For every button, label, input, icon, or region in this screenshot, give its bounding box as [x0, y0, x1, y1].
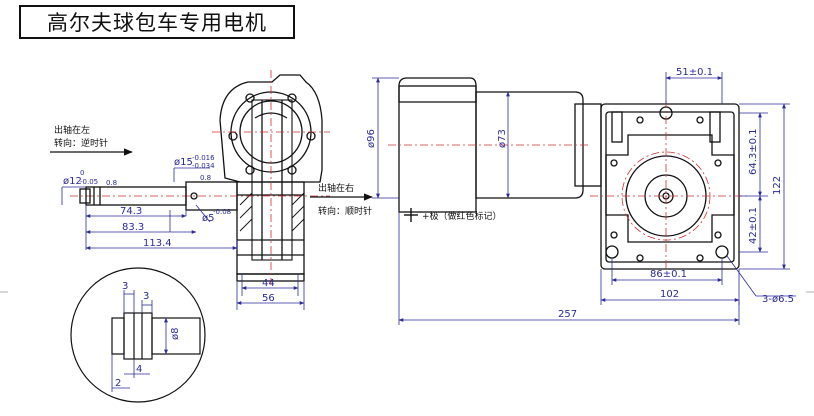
gearbox-centerlines [70, 70, 330, 285]
motor-front-view [398, 77, 740, 270]
dim-122-label: 122 [772, 176, 783, 195]
motor-dimensions [372, 72, 796, 325]
motor-centerlines [388, 100, 748, 270]
shaft-d5-tol: -0.08 [213, 208, 231, 216]
shaft-detail-view [70, 267, 206, 403]
shaft-d5-label: ø5 [202, 213, 214, 224]
dim-102-label: 102 [660, 289, 679, 300]
dim-42-label: 42±0.1 [748, 207, 759, 244]
shaft-d15-tol-upper: -0.016 [192, 154, 215, 162]
left-rotation-note: 转向：逆时针 [54, 137, 108, 149]
shaft-d15-label: ø15 [174, 157, 193, 168]
detail-d8-label: ø8 [170, 328, 181, 340]
dim-51-label: 51±0.1 [676, 67, 713, 78]
output-shaft [79, 181, 238, 211]
shaft-d12-tol-upper: 0 [80, 169, 84, 177]
holes-label: 3-ø6.5 [762, 294, 794, 305]
len-257-label: 257 [558, 309, 577, 320]
roughness-mark-1: 0.8 [106, 179, 117, 187]
left-output-note: 出轴在左 [54, 124, 90, 136]
len-74-3-label: 74.3 [120, 206, 142, 217]
polarity-note: +极（做红色标记） [422, 210, 502, 222]
shaft-d12-label: ø12 [63, 176, 82, 187]
dia-96-label: ø96 [366, 129, 377, 148]
len-83-3-label: 83.3 [122, 222, 144, 233]
width-56-label: 56 [262, 293, 275, 304]
drawing-title: 高尔夫球包车专用电机 [47, 11, 267, 35]
right-rotation-note: 转向：顺时针 [318, 205, 372, 217]
dim-64-3-label: 64.3±0.1 [748, 128, 759, 175]
roughness-mark-2: 0.8 [200, 174, 211, 182]
right-output-note: 出轴在右 [318, 182, 354, 194]
shaft-dimensions [61, 167, 305, 310]
width-44-label: 44 [262, 278, 275, 289]
detail-4-label: 4 [136, 364, 142, 375]
title-box: 高尔夫球包车专用电机 [19, 5, 295, 39]
plus-pole-symbol [404, 208, 418, 222]
len-113-4-label: 113.4 [143, 238, 172, 249]
dia-73-label: ø73 [497, 129, 508, 148]
detail-3a-label: 3 [122, 281, 128, 292]
shaft-d15-tol-lower: -0.034 [192, 162, 215, 170]
shaft-d12-tol-lower: -0.05 [80, 178, 98, 186]
detail-2-label: 2 [115, 378, 121, 389]
detail-3b-label: 3 [143, 291, 149, 302]
dim-86-label: 86±0.1 [650, 269, 687, 280]
